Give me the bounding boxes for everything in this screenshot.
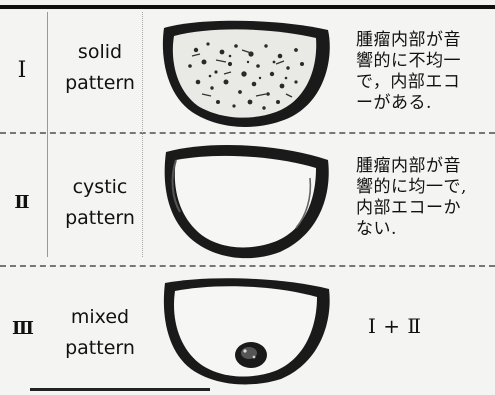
mixed-pattern-drawing-icon bbox=[157, 273, 337, 388]
description-mixed: Ⅰ + Ⅱ bbox=[368, 316, 495, 337]
description-cystic: 腫瘤内部が音 響的に均一で, 内部エコーか ない. bbox=[356, 156, 488, 240]
top-rule bbox=[0, 5, 495, 9]
description-line: 響的に均一で, bbox=[356, 177, 488, 198]
description-line: 響的に不均一 bbox=[356, 51, 488, 72]
description-solid: 腫瘤内部が音 響的に不均一 で，内部エコ ーがある. bbox=[356, 30, 488, 114]
column-divider-1 bbox=[47, 12, 48, 257]
description-line: Ⅰ + Ⅱ bbox=[368, 316, 495, 337]
row-divider-2 bbox=[0, 265, 495, 267]
pattern-label-solid: solid pattern bbox=[60, 37, 140, 99]
row-numeral-1: Ⅰ bbox=[12, 58, 32, 83]
label-line: cystic bbox=[60, 172, 140, 203]
description-line: 腫瘤内部が音 bbox=[356, 30, 488, 51]
description-line: で，内部エコ bbox=[356, 72, 488, 93]
description-line: 内部エコーか bbox=[356, 198, 488, 219]
pattern-label-cystic: cystic pattern bbox=[60, 172, 140, 234]
row-divider-1 bbox=[0, 132, 495, 134]
description-line: ない. bbox=[356, 219, 488, 240]
solid-pattern-drawing-icon bbox=[156, 16, 336, 131]
description-line: 腫瘤内部が音 bbox=[356, 156, 488, 177]
label-line: pattern bbox=[60, 68, 140, 99]
label-line: pattern bbox=[60, 333, 140, 364]
row-numeral-2: Ⅱ bbox=[12, 192, 32, 213]
label-line: mixed bbox=[60, 302, 140, 333]
pattern-label-mixed: mixed pattern bbox=[60, 302, 140, 364]
description-line: ーがある. bbox=[356, 93, 488, 114]
label-line: solid bbox=[60, 37, 140, 68]
column-divider-2 bbox=[142, 12, 143, 257]
bottom-rule bbox=[30, 388, 210, 391]
cystic-pattern-drawing-icon bbox=[160, 138, 335, 263]
label-line: pattern bbox=[60, 203, 140, 234]
row-numeral-3: Ⅲ bbox=[12, 318, 32, 339]
